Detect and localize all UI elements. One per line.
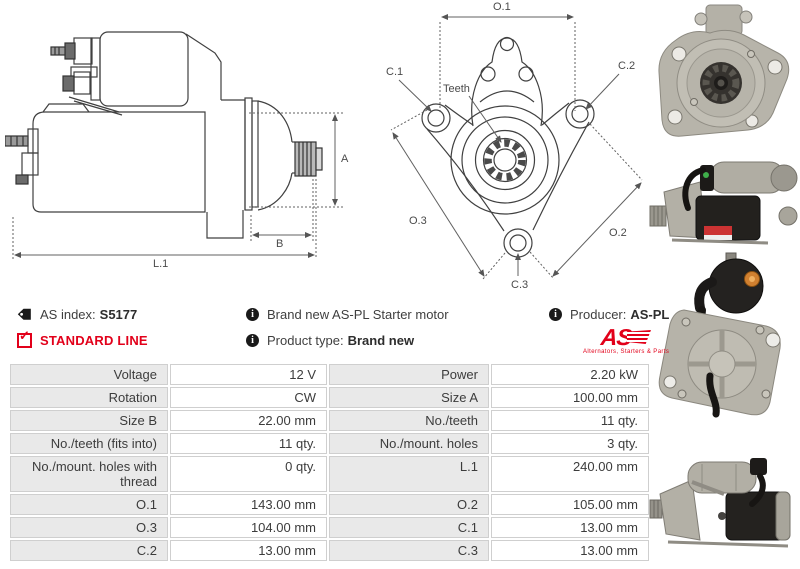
spec-label-cell: No./teeth (fits into) bbox=[10, 433, 168, 454]
dim-label-a: A bbox=[341, 153, 349, 165]
spec-label-cell: No./mount. holes bbox=[329, 433, 489, 454]
spec-value-cell: CW bbox=[170, 387, 327, 408]
dim-label-o2: O.2 bbox=[609, 227, 627, 239]
spec-row: O.1 143.00 mm O.2 105.00 mm bbox=[10, 494, 649, 515]
checkbox-checked-icon: ✓ bbox=[17, 329, 32, 348]
spec-value-cell: 3 qty. bbox=[491, 433, 649, 454]
front-view-drawing: O.1 C.1 C.2 Teeth O.3 O.2 C.3 bbox=[385, 0, 650, 298]
spec-label-cell: No./mount. holes with thread bbox=[10, 456, 168, 492]
spec-label-cell: C.3 bbox=[329, 540, 489, 561]
dim-label-c3: C.3 bbox=[511, 279, 529, 291]
spec-value-cell: 13.00 mm bbox=[170, 540, 327, 561]
product-type-row: i Product type: Brand new bbox=[246, 333, 414, 348]
product-photo-side-2 bbox=[648, 442, 800, 562]
as-index-label: AS index: bbox=[40, 307, 96, 322]
spec-label-cell: O.1 bbox=[10, 494, 168, 515]
dim-label-o1: O.1 bbox=[493, 1, 511, 13]
spec-value-cell: 13.00 mm bbox=[491, 517, 649, 538]
spec-label-cell: Voltage bbox=[10, 364, 168, 385]
brand-new-note: Brand new AS-PL Starter motor bbox=[267, 307, 449, 322]
side-view-drawing: A B L.1 bbox=[5, 5, 355, 277]
info-icon: i bbox=[549, 308, 562, 321]
spec-label-cell: No./teeth bbox=[329, 410, 489, 431]
as-pl-logo: AS Alternators, Starters & Parts bbox=[583, 324, 670, 356]
as-index-row: AS index: S5177 bbox=[17, 307, 137, 322]
starter-side-photo-2-image bbox=[649, 458, 791, 548]
product-photo-rear bbox=[648, 252, 800, 437]
spec-value-cell: 100.00 mm bbox=[491, 387, 649, 408]
spec-label-cell: O.3 bbox=[10, 517, 168, 538]
product-photo-front bbox=[648, 2, 800, 148]
brand-new-row: i Brand new AS-PL Starter motor bbox=[246, 307, 449, 322]
dim-label-o3: O.3 bbox=[409, 215, 427, 227]
tag-icon bbox=[17, 308, 32, 321]
spec-value-cell: 22.00 mm bbox=[170, 410, 327, 431]
spec-row: Size B 22.00 mm No./teeth 11 qty. bbox=[10, 410, 649, 431]
logo-tagline: Alternators, Starters & Parts bbox=[583, 349, 670, 355]
product-photo-side-1 bbox=[648, 150, 800, 248]
spec-label-cell: C.2 bbox=[10, 540, 168, 561]
spec-label-cell: C.1 bbox=[329, 517, 489, 538]
starter-side-photo-1-image bbox=[649, 161, 798, 245]
spec-value-cell: 104.00 mm bbox=[170, 517, 327, 538]
producer-row: i Producer: AS-PL bbox=[549, 307, 669, 322]
product-type-value: Brand new bbox=[347, 333, 415, 348]
dim-label-l1: L.1 bbox=[153, 258, 169, 270]
product-type-label: Product type: bbox=[267, 333, 344, 348]
logo-flag-icon bbox=[626, 330, 651, 344]
spec-label-cell: Size B bbox=[10, 410, 168, 431]
standard-line-row: ✓ STANDARD LINE bbox=[17, 329, 148, 348]
info-icon: i bbox=[246, 308, 259, 321]
spec-row: C.2 13.00 mm C.3 13.00 mm bbox=[10, 540, 649, 561]
spec-label-cell: Size A bbox=[329, 387, 489, 408]
spec-label-cell: O.2 bbox=[329, 494, 489, 515]
spec-value-cell: 143.00 mm bbox=[170, 494, 327, 515]
dim-label-b: B bbox=[276, 238, 284, 250]
spec-value-cell: 12 V bbox=[170, 364, 327, 385]
spec-value-cell: 0 qty. bbox=[170, 456, 327, 492]
front-view-drawing-image bbox=[390, 14, 643, 280]
starter-front-photo-image bbox=[658, 4, 790, 137]
spec-row: Rotation CW Size A 100.00 mm bbox=[10, 387, 649, 408]
spec-value-cell: 11 qty. bbox=[170, 433, 327, 454]
spec-value-cell: 11 qty. bbox=[491, 410, 649, 431]
spec-label-cell: Power bbox=[329, 364, 489, 385]
spec-value-cell: 105.00 mm bbox=[491, 494, 649, 515]
as-index-value: S5177 bbox=[99, 307, 138, 322]
spec-row: Voltage 12 V Power 2.20 kW bbox=[10, 364, 649, 385]
spec-row: No./teeth (fits into) 11 qty. No./mount.… bbox=[10, 433, 649, 454]
spec-row: O.3 104.00 mm C.1 13.00 mm bbox=[10, 517, 649, 538]
spec-table: Voltage 12 V Power 2.20 kW Rotation CW S… bbox=[8, 362, 651, 563]
check-glyph: ✓ bbox=[19, 328, 30, 343]
producer-label: Producer: bbox=[570, 307, 627, 322]
side-view-drawing-image bbox=[5, 31, 343, 259]
dim-label-c2: C.2 bbox=[618, 60, 636, 72]
spec-value-cell: 2.20 kW bbox=[491, 364, 649, 385]
dim-label-c1: C.1 bbox=[386, 66, 404, 78]
spec-value-cell: 13.00 mm bbox=[491, 540, 649, 561]
starter-rear-photo-image bbox=[658, 252, 781, 418]
spec-row: No./mount. holes with thread 0 qty. L.1 … bbox=[10, 456, 649, 492]
spec-label-cell: L.1 bbox=[329, 456, 489, 492]
standard-line-badge: STANDARD LINE bbox=[40, 333, 148, 348]
info-icon: i bbox=[246, 334, 259, 347]
teeth-label: Teeth bbox=[443, 83, 470, 95]
spec-value-cell: 240.00 mm bbox=[491, 456, 649, 492]
producer-value: AS-PL bbox=[630, 307, 670, 322]
spec-label-cell: Rotation bbox=[10, 387, 168, 408]
